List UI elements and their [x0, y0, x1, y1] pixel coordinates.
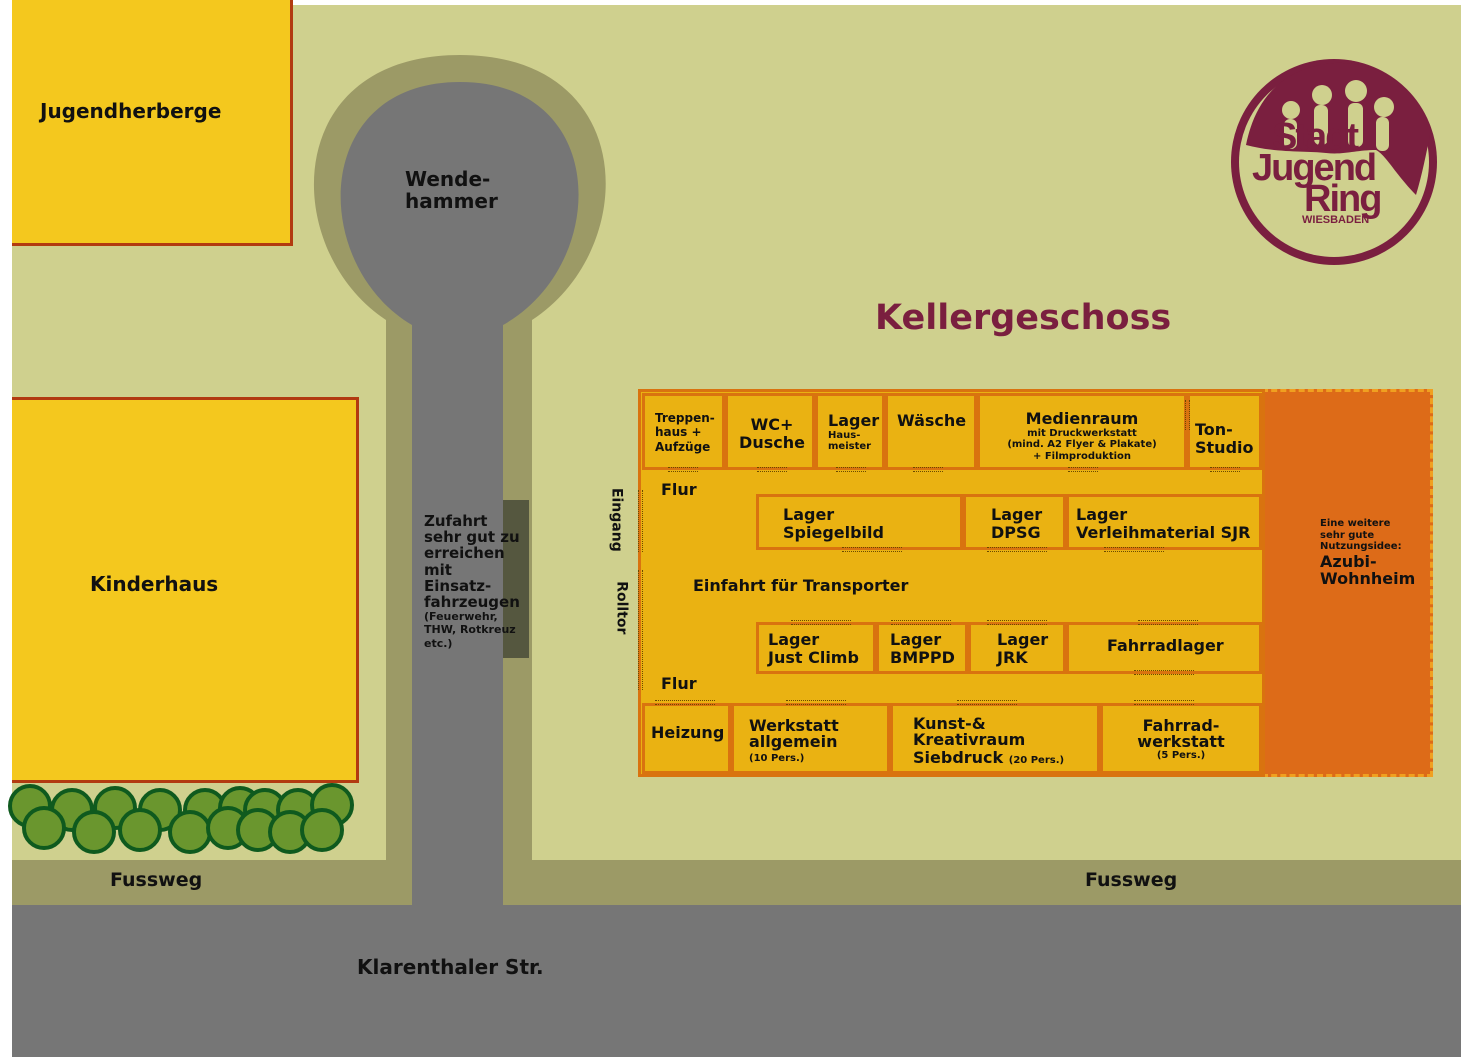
- access-marker: [503, 500, 529, 658]
- room-storage-bmppd: Lager BMPPD: [876, 622, 968, 674]
- door-marker: [1138, 620, 1198, 625]
- tree: [168, 810, 212, 854]
- turnaround-road: [340, 82, 579, 905]
- tree: [118, 808, 162, 852]
- extension-area: [1262, 389, 1433, 777]
- room-storage-justclimb: Lager Just Climb: [756, 622, 876, 674]
- door-marker: [836, 467, 866, 472]
- room-heating: Heizung: [642, 703, 731, 774]
- room-storage-spiegelbild: Lager Spiegelbild: [756, 494, 963, 550]
- door-marker: [987, 547, 1047, 552]
- stadtjugendring-logo: [1231, 59, 1437, 265]
- turnaround-label: Wende- hammer: [405, 167, 498, 214]
- street: [12, 905, 1461, 1057]
- door-marker: [655, 700, 715, 705]
- door-marker: [757, 467, 787, 472]
- roller-door-label: Rolltor: [613, 581, 630, 635]
- room-bike-storage: Fahrradlager: [1066, 622, 1262, 674]
- door-marker: [913, 467, 943, 472]
- hall-top-label: Flur: [661, 480, 697, 499]
- childrens-house-building: [12, 397, 359, 783]
- hall-bottom-label: Flur: [661, 674, 697, 693]
- room-workshop: Werkstatt allgemein (10 Pers.): [731, 703, 890, 774]
- entrance-label: Eingang: [608, 487, 625, 552]
- door-marker: [1134, 670, 1194, 675]
- room-bike-workshop: Fahrrad- werkstatt (5 Pers.): [1100, 703, 1262, 774]
- tree: [300, 808, 344, 852]
- logo-text: Stadt Jugend Ring WIESBADEN: [1252, 116, 1382, 227]
- entrance-door-marker: [638, 490, 643, 552]
- footpath-left-label: Fussweg: [110, 869, 203, 891]
- door-marker: [1210, 467, 1240, 472]
- door-marker: [791, 620, 851, 625]
- tree: [22, 806, 66, 850]
- roller-door-marker: [638, 570, 643, 690]
- page-title: Kellergeschoss: [875, 298, 1172, 338]
- door-marker: [668, 467, 698, 472]
- childrens-house-label: Kinderhaus: [90, 572, 219, 596]
- room-media: Medienraum mit Druckwerkstatt (mind. A2 …: [977, 393, 1187, 470]
- hedge: [8, 783, 354, 854]
- extension-label: Eine weitere sehr gute Nutzungsidee: Azu…: [1320, 518, 1416, 589]
- door-marker: [987, 620, 1047, 625]
- tree: [72, 810, 116, 854]
- door-marker: [891, 620, 951, 625]
- room-laundry: Wäsche: [885, 393, 977, 470]
- street-label: Klarenthaler Str.: [357, 955, 544, 979]
- driveway-label: Einfahrt für Transporter: [693, 576, 909, 595]
- room-storage-dpsg: Lager DPSG: [963, 494, 1066, 550]
- door-marker: [1185, 400, 1190, 430]
- door-marker: [842, 547, 902, 552]
- room-wc: WC+ Dusche: [725, 393, 815, 470]
- sidewalk-strip: [12, 860, 1461, 905]
- youth-hostel-label: Jugendherberge: [40, 99, 222, 123]
- room-studio: Ton- Studio: [1187, 393, 1262, 470]
- room-storage-janitor: Lager Haus- meister: [815, 393, 885, 470]
- access-note: Zufahrt sehr gut zu erreichen mit Einsat…: [424, 512, 520, 650]
- door-marker: [957, 700, 1017, 705]
- room-storage-jrk: Lager JRK: [968, 622, 1066, 674]
- door-marker: [1104, 547, 1164, 552]
- room-storage-rental: Lager Verleihmaterial SJR: [1066, 494, 1262, 550]
- footpath-right-label: Fussweg: [1085, 869, 1178, 891]
- door-marker: [1134, 700, 1194, 705]
- youth-hostel-building: [12, 0, 293, 246]
- door-marker: [1068, 467, 1098, 472]
- room-art: Kunst-& Kreativraum Siebdruck (20 Pers.): [890, 703, 1100, 774]
- door-marker: [786, 700, 846, 705]
- room-stairs: Treppen- haus + Aufzüge: [642, 393, 725, 470]
